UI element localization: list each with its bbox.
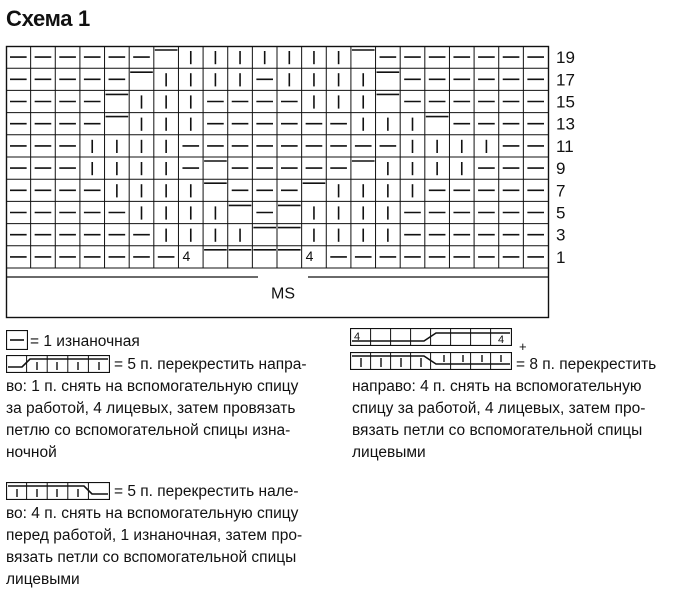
legend-cross-left-5-line-4: лицевыми — [6, 571, 80, 588]
page-title: Схема 1 — [6, 6, 90, 31]
row-number-label: 17 — [556, 70, 575, 89]
legend-plus: + — [519, 339, 527, 354]
legend-purl: = 1 изнаночная — [30, 333, 140, 350]
cable-count-label: 4 — [306, 248, 314, 264]
cable-count-label: 4 — [182, 248, 190, 264]
row-number-label: 9 — [556, 159, 565, 178]
legend-cross-right-5-line-3: петлю со вспомогательной спицы изна- — [6, 422, 291, 439]
legend-cross-right-8-line-3: вязать петли со вспомогательной спицы — [352, 422, 643, 439]
legend-cross-left-5: = 5 п. перекрестить нале- — [114, 483, 299, 500]
row-number-label: 3 — [556, 226, 565, 245]
purl-symbol-icon — [6, 330, 28, 350]
row-number-label: 13 — [556, 115, 575, 134]
row-number-label: 19 — [556, 48, 575, 67]
cable-count-label: 4 — [498, 334, 504, 346]
legend-cross-right-5-line-1: во: 1 п. снять на вспомогательную спицу — [6, 378, 299, 395]
legend-cross-left-5-line-1: во: 4 п. снять на вспомогательную спицу — [6, 505, 299, 522]
cable-count-label: 4 — [354, 331, 360, 343]
row-number-label: 11 — [556, 137, 574, 156]
legend-cross-right-8-line-1: направо: 4 п. снять на вспомогательную — [352, 378, 642, 395]
legend-cross-left-5-line-3: вязать петли со вспомогательной спицы — [6, 549, 297, 566]
legend-cross-left-5-line-2: перед работой, 1 изнаночная, затем про- — [6, 527, 303, 544]
ms-label: MS — [271, 286, 295, 303]
legend-cross-right-8: = 8 п. перекрестить — [516, 356, 657, 373]
row-number-label: 7 — [556, 181, 565, 200]
legend-cross-right-5-line-2: за работой, 4 лицевых, затем провязать — [6, 400, 296, 417]
legend-cross-right-8-line-2: спицу за работой, 4 лицевых, затем про- — [352, 400, 646, 417]
row-number-label: 5 — [556, 204, 565, 223]
legend-cross-right-5: = 5 п. перекрестить напра- — [114, 356, 307, 373]
row-number-label: 15 — [556, 93, 575, 112]
row-number-label: 1 — [556, 248, 565, 267]
cross-left-5-symbol-icon — [6, 482, 110, 500]
cross-right-5-symbol-icon — [6, 355, 110, 373]
cross-right-8-bottom-symbol-icon — [350, 352, 512, 370]
legend-cross-right-5-line-4: ночной — [6, 444, 57, 461]
cross-right-8-top-symbol-icon: 4 4 — [350, 328, 512, 346]
legend-cross-right-8-line-4: лицевыми — [352, 444, 426, 461]
